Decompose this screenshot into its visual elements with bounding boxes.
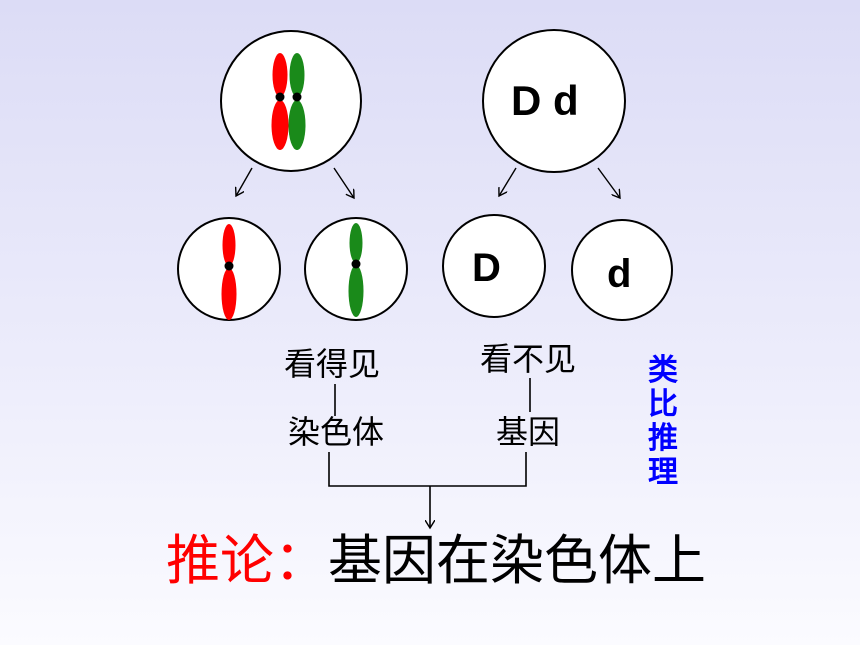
- arrow-chromosome-left: [236, 167, 253, 196]
- daughter-cell-gene-D: [442, 214, 546, 318]
- label-visible: 看得见: [284, 345, 381, 383]
- arrow-chromosome-right: [333, 167, 354, 198]
- daughter-cell-red: [177, 217, 281, 321]
- connector-lines: [328, 378, 531, 528]
- daughter-cell-gene-d: [571, 219, 673, 321]
- daughter-gene-D-label: D: [472, 246, 501, 290]
- daughter-cell-green: [304, 217, 408, 321]
- arrow-gene-left: [499, 167, 517, 196]
- analogy-reasoning-note: 类比推理: [648, 353, 678, 490]
- label-invisible: 看不见: [480, 340, 577, 378]
- conclusion-text: 基因在染色体上: [328, 529, 706, 592]
- parent-gene-label: D d: [511, 77, 579, 124]
- red-chromosome: [271, 53, 289, 150]
- conclusion: 推论：基因在染色体上: [166, 534, 706, 588]
- conclusion-prefix: 推论：: [166, 529, 328, 592]
- division-arrows: [236, 167, 620, 198]
- parent-cell-chromosomes: [220, 30, 362, 172]
- label-chromosome: 染色体: [288, 413, 385, 451]
- arrow-gene-right: [597, 167, 620, 198]
- green-chromosome: [288, 53, 306, 150]
- parent-cell-genes: [482, 29, 626, 173]
- daughter-gene-d-label: d: [607, 252, 632, 296]
- label-gene: 基因: [496, 413, 561, 451]
